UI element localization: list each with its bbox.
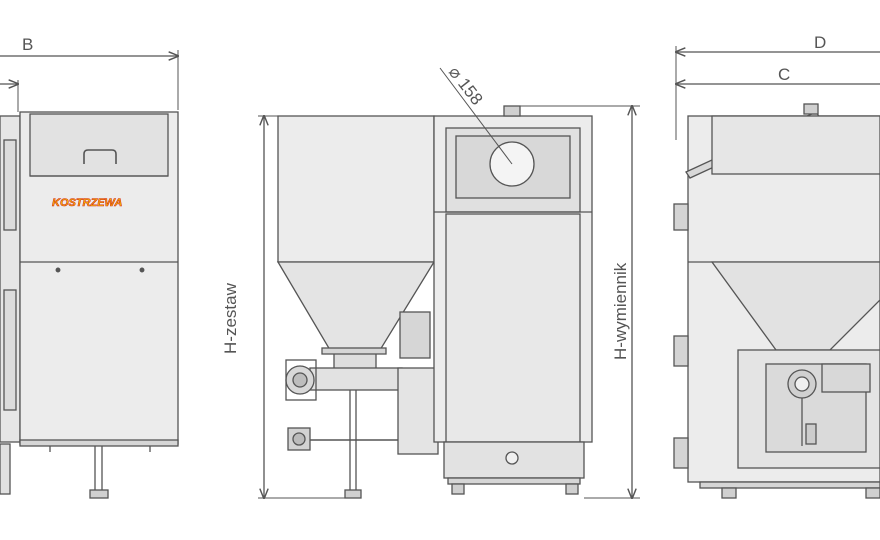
dimension-h-set-label: H-zestaw (221, 282, 240, 354)
dimension-d-label: D (814, 33, 826, 52)
brand-logo: KOSTRZEWA (52, 197, 122, 209)
side-view: H-zestaw (221, 67, 593, 498)
front-view: B KOSTRZEWA (0, 35, 178, 499)
dimension-c-label: C (778, 65, 790, 84)
dimension-h-set (258, 116, 350, 498)
dimension-h-exchanger (520, 106, 640, 498)
dimension-b-label: B (22, 35, 33, 54)
rear-view: D C (673, 33, 880, 499)
dimension-h-exchanger-label: H-wymiennik (611, 262, 630, 360)
dimension-c-d (676, 46, 880, 140)
dimension-b (0, 50, 178, 112)
